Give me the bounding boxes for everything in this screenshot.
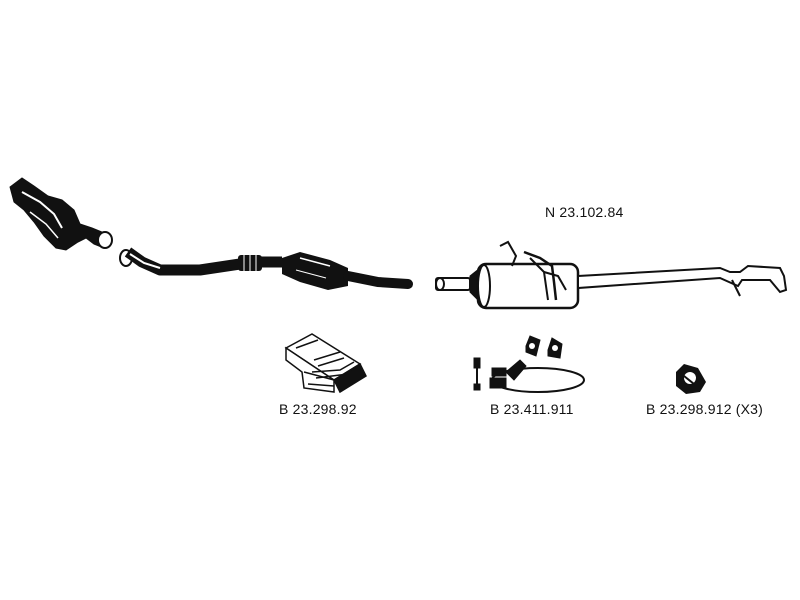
exhaust-manifold-icon xyxy=(9,177,113,251)
rear-muffler-icon xyxy=(435,240,580,310)
rubber-hanger-icon xyxy=(676,364,706,394)
tailpipe-icon xyxy=(577,264,788,297)
part-number-kit-b: B 23.411.911 xyxy=(490,401,574,417)
catalytic-converter-icon xyxy=(282,252,413,290)
part-number-kit-c: B 23.298.912 (X3) xyxy=(646,401,764,417)
mounting-kit-box-icon xyxy=(284,333,367,394)
front-pipe-icon xyxy=(119,247,282,276)
part-number-main: N 23.102.84 xyxy=(545,204,624,220)
part-number-kit-a: B 23.298.92 xyxy=(279,401,357,417)
clamp-kit-icon xyxy=(473,335,585,393)
